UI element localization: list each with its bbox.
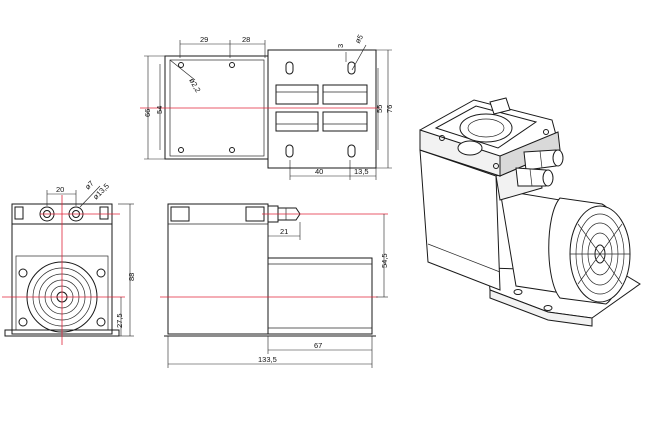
top-view-slot-hole bbox=[285, 61, 294, 75]
iso-bracket-hole bbox=[543, 305, 553, 311]
top-view-slot-hole bbox=[285, 144, 294, 158]
side-view-dim-67: 67 bbox=[314, 341, 322, 350]
side-view-head-tab bbox=[170, 206, 190, 222]
iso-screw bbox=[493, 163, 499, 169]
top-view-slot-bar bbox=[322, 84, 368, 105]
side-view-dim-21: 21 bbox=[280, 227, 288, 236]
iso-screw bbox=[543, 129, 549, 135]
front-view-corner-hole bbox=[18, 317, 28, 327]
top-view-dim-3: 3 bbox=[336, 44, 345, 48]
top-view-slot-bar bbox=[275, 84, 319, 105]
side-view: 21 54,5 67 133,5 bbox=[160, 203, 389, 368]
top-view-dim-28: 28 bbox=[242, 35, 250, 44]
top-view-dim-66: 66 bbox=[143, 109, 152, 117]
iso-screw bbox=[439, 135, 445, 141]
iso-pump-body-front bbox=[419, 149, 501, 291]
side-view-head-body bbox=[167, 203, 269, 335]
iso-bracket-hole bbox=[513, 289, 523, 295]
top-view-dim-29: 29 bbox=[200, 35, 208, 44]
front-view-dim-20: 20 bbox=[56, 185, 64, 194]
top-view-dim-slot: ø5 bbox=[353, 33, 365, 45]
front-view-corner-hole bbox=[18, 268, 28, 278]
front-view-dim-88: 88 bbox=[127, 273, 136, 281]
top-view-dim-hole: ø2,2 bbox=[187, 77, 202, 95]
top-view-plate-outline bbox=[267, 49, 377, 169]
side-view-motor bbox=[267, 257, 373, 335]
isometric-view bbox=[419, 97, 641, 327]
side-view-dim-133-5: 133,5 bbox=[258, 355, 277, 364]
top-view-slot-hole bbox=[347, 61, 356, 75]
top-view-slot-bar bbox=[275, 111, 319, 132]
top-view-slot-hole bbox=[347, 144, 356, 158]
top-view-dim-76: 76 bbox=[385, 105, 394, 113]
side-view-port-barb bbox=[277, 207, 301, 221]
top-view-hole-tl bbox=[178, 62, 184, 68]
iso-pump-head-chamber bbox=[459, 113, 513, 143]
front-view-corner-hole bbox=[96, 268, 106, 278]
front-view: 20 ø7 ø13,5 88 27,5 bbox=[2, 179, 136, 345]
top-view-slot-bar bbox=[322, 111, 368, 132]
top-view: 29 28 ø2,2 66 54 3 ø5 55 76 40 13,5 bbox=[140, 33, 394, 180]
top-view-dim-13-5: 13,5 bbox=[354, 167, 369, 176]
top-view-head-outline bbox=[164, 55, 269, 160]
top-view-leader bbox=[169, 59, 196, 81]
front-view-dim-port-inner: ø7 bbox=[83, 179, 96, 192]
top-view-hole-bl bbox=[178, 147, 184, 153]
top-view-dim-54: 54 bbox=[155, 106, 164, 114]
top-view-dim-40: 40 bbox=[315, 167, 323, 176]
front-view-head-tab bbox=[99, 206, 109, 220]
side-view-dim-54-5: 54,5 bbox=[380, 253, 389, 268]
side-view-head-tab bbox=[245, 206, 265, 222]
front-view-corner-hole bbox=[96, 317, 106, 327]
top-view-hole-tr bbox=[229, 62, 235, 68]
front-view-head-tab bbox=[14, 206, 24, 220]
top-view-hole-br bbox=[229, 147, 235, 153]
top-view-dim-55: 55 bbox=[375, 105, 384, 113]
front-view-dim-27-5: 27,5 bbox=[115, 313, 124, 328]
